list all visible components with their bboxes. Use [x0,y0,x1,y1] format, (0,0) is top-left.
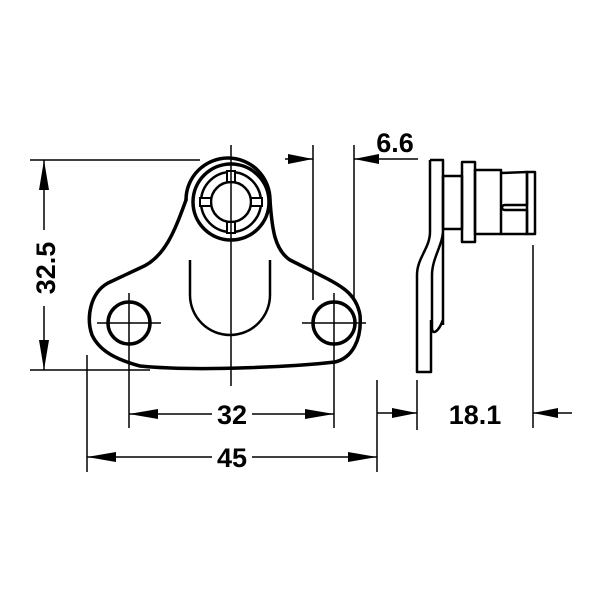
dimension-hole-spacing: 32 [129,400,334,430]
dimension-overall-width: 45 [86,355,378,473]
side-flange [460,160,477,244]
dimension-label-bushing-offset: 6.6 [376,128,414,158]
side-plate [415,158,445,374]
bracket-outline [87,198,362,371]
side-body [473,168,503,236]
notch-right [250,197,263,207]
dimension-label-depth: 18.1 [449,400,502,430]
side-clip [500,170,529,236]
dimension-bushing-offset: 6.6 [285,128,418,300]
front-view [87,145,366,428]
boss-outline [184,156,272,202]
notch-left [199,197,212,207]
dimension-label-height: 32.5 [31,242,61,295]
dimension-label-hole-spacing: 32 [217,400,247,430]
side-stem [441,174,464,231]
dimension-label-overall-width: 45 [217,443,247,473]
dimension-depth: 18.1 [377,245,572,430]
slot-outline [188,260,272,337]
side-clip-tip [525,170,537,236]
dimension-height: 32.5 [30,159,200,371]
side-view [415,158,537,374]
